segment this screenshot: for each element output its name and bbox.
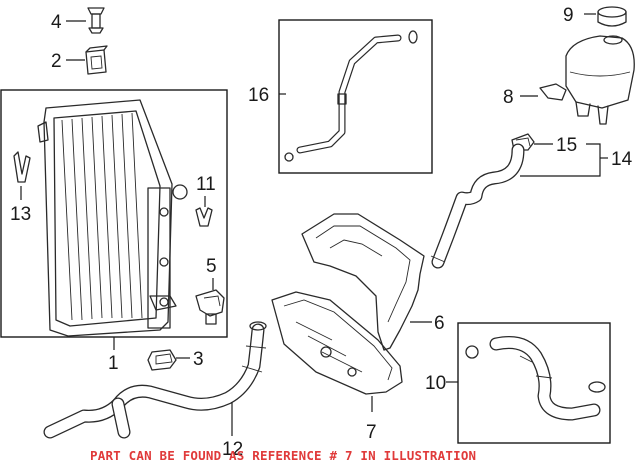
part-14-hose — [430, 143, 525, 269]
part-4-push-clip — [87, 7, 105, 34]
callout-13: 13 — [10, 204, 31, 225]
callout-16: 16 — [248, 85, 269, 106]
callout-11: 11 — [196, 174, 216, 195]
callout-12: 12 — [222, 439, 243, 460]
part-13-clip — [13, 151, 31, 183]
callout-9: 9 — [563, 5, 574, 26]
part-6-shroud — [301, 213, 425, 351]
callout-2: 2 — [51, 51, 62, 72]
part-1-radiator — [37, 99, 188, 337]
part-12-lower-hose — [43, 321, 267, 439]
part-16-coolant-pipe — [284, 30, 418, 162]
part-5-drain-plug — [195, 289, 225, 325]
callout-14: 14 — [611, 149, 633, 170]
leader-14 — [520, 143, 601, 177]
part-2-grommet — [85, 45, 108, 75]
hose-box — [457, 322, 611, 444]
callout-1: 1 — [108, 353, 119, 374]
part-11-clip — [195, 207, 213, 227]
part-7-air-guide — [271, 291, 403, 395]
part-3-plug — [147, 349, 177, 371]
callout-5: 5 — [206, 256, 217, 277]
part-10-hose — [465, 336, 606, 421]
part-9-cap — [597, 6, 627, 27]
radiator-box — [0, 89, 228, 338]
callout-15: 15 — [556, 135, 577, 156]
callout-4: 4 — [51, 12, 62, 33]
pipe-box — [278, 19, 433, 174]
callout-6: 6 — [434, 313, 445, 334]
callout-8: 8 — [503, 87, 514, 108]
callout-10: 10 — [425, 373, 446, 394]
callout-7: 7 — [366, 422, 377, 443]
footer-reference-note: PART CAN BE FOUND AS REFERENCE # 7 IN IL… — [90, 448, 476, 463]
callout-3: 3 — [193, 349, 204, 370]
part-8-expansion-tank — [539, 35, 635, 125]
